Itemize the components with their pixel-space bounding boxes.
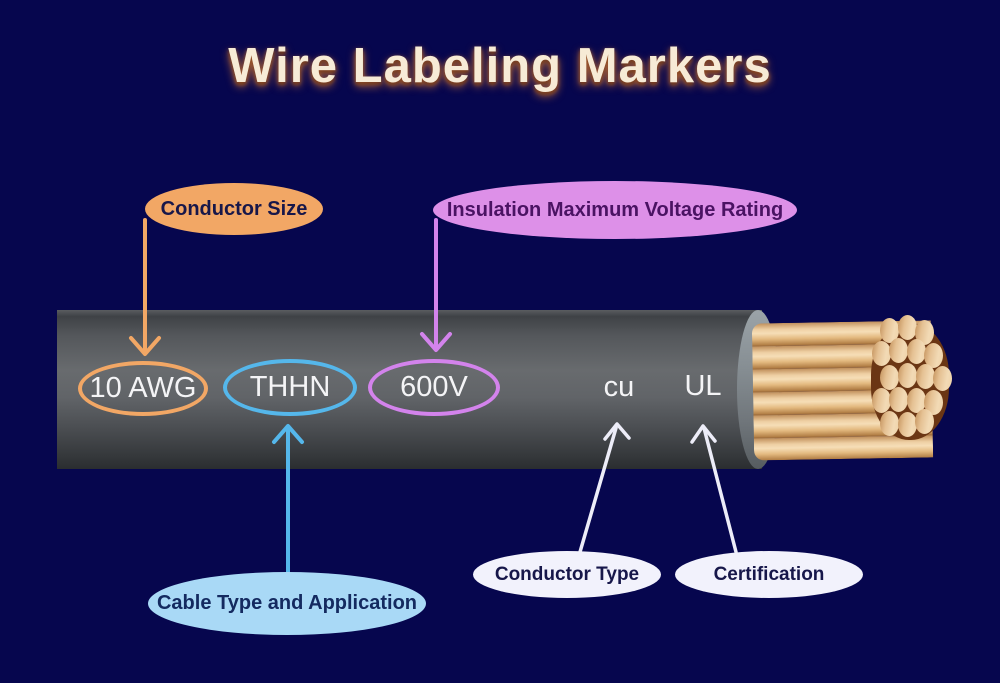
callout-conductor-size: Conductor Size bbox=[145, 183, 323, 235]
callout-cable-type-label: Cable Type and Application bbox=[156, 592, 418, 614]
marker-label-cu: cu bbox=[603, 371, 635, 403]
page-title: Wire Labeling Markers bbox=[228, 39, 772, 93]
copper-strand-end bbox=[897, 362, 917, 388]
callout-conductor-type-label: Conductor Type bbox=[494, 563, 640, 585]
copper-strand-end bbox=[871, 387, 891, 413]
callout-insulation-rating: Insulation Maximum Voltage Rating bbox=[433, 181, 797, 239]
copper-strand-end bbox=[914, 408, 934, 434]
marker-label-awg: 10 AWG bbox=[89, 372, 197, 404]
arrow-insulation-rating bbox=[420, 218, 452, 352]
callout-insulation-rating-label: Insulation Maximum Voltage Rating bbox=[446, 198, 784, 221]
callout-cable-type: Cable Type and Application bbox=[148, 572, 426, 635]
copper-strand-end bbox=[879, 410, 899, 436]
copper-strand-end bbox=[888, 386, 908, 412]
marker-ring-conductor-size: 10 AWG bbox=[78, 361, 208, 416]
callout-certification-label: Certification bbox=[713, 563, 825, 585]
copper-strand-end bbox=[923, 389, 943, 415]
copper-strand-end bbox=[914, 319, 934, 345]
arrow-conductor-size bbox=[129, 218, 161, 356]
copper-strand-end bbox=[915, 363, 935, 389]
copper-strand-end bbox=[888, 337, 908, 363]
arrow-certification bbox=[690, 424, 738, 554]
marker-ring-voltage: 600V bbox=[368, 359, 500, 416]
marker-ring-cable-type: THHN bbox=[223, 359, 357, 416]
arrow-cable-type bbox=[272, 424, 304, 576]
callout-conductor-size-label: Conductor Size bbox=[160, 197, 308, 220]
copper-strand-end bbox=[897, 314, 917, 340]
copper-strand-end bbox=[906, 387, 926, 413]
copper-strand-end bbox=[923, 342, 943, 368]
copper-strand-end bbox=[897, 411, 917, 437]
callout-conductor-type: Conductor Type bbox=[473, 551, 661, 598]
copper-strand-end bbox=[906, 338, 926, 364]
marker-label-ul: UL bbox=[684, 370, 722, 402]
arrow-conductor-type bbox=[578, 422, 631, 554]
copper-strand-end bbox=[879, 317, 899, 343]
copper-strand-end bbox=[879, 364, 899, 390]
marker-label-600v: 600V bbox=[400, 371, 468, 403]
copper-strand-end bbox=[871, 340, 891, 366]
copper-strand-end bbox=[932, 365, 952, 391]
marker-label-thhn: THHN bbox=[249, 371, 331, 403]
callout-certification: Certification bbox=[675, 551, 863, 598]
